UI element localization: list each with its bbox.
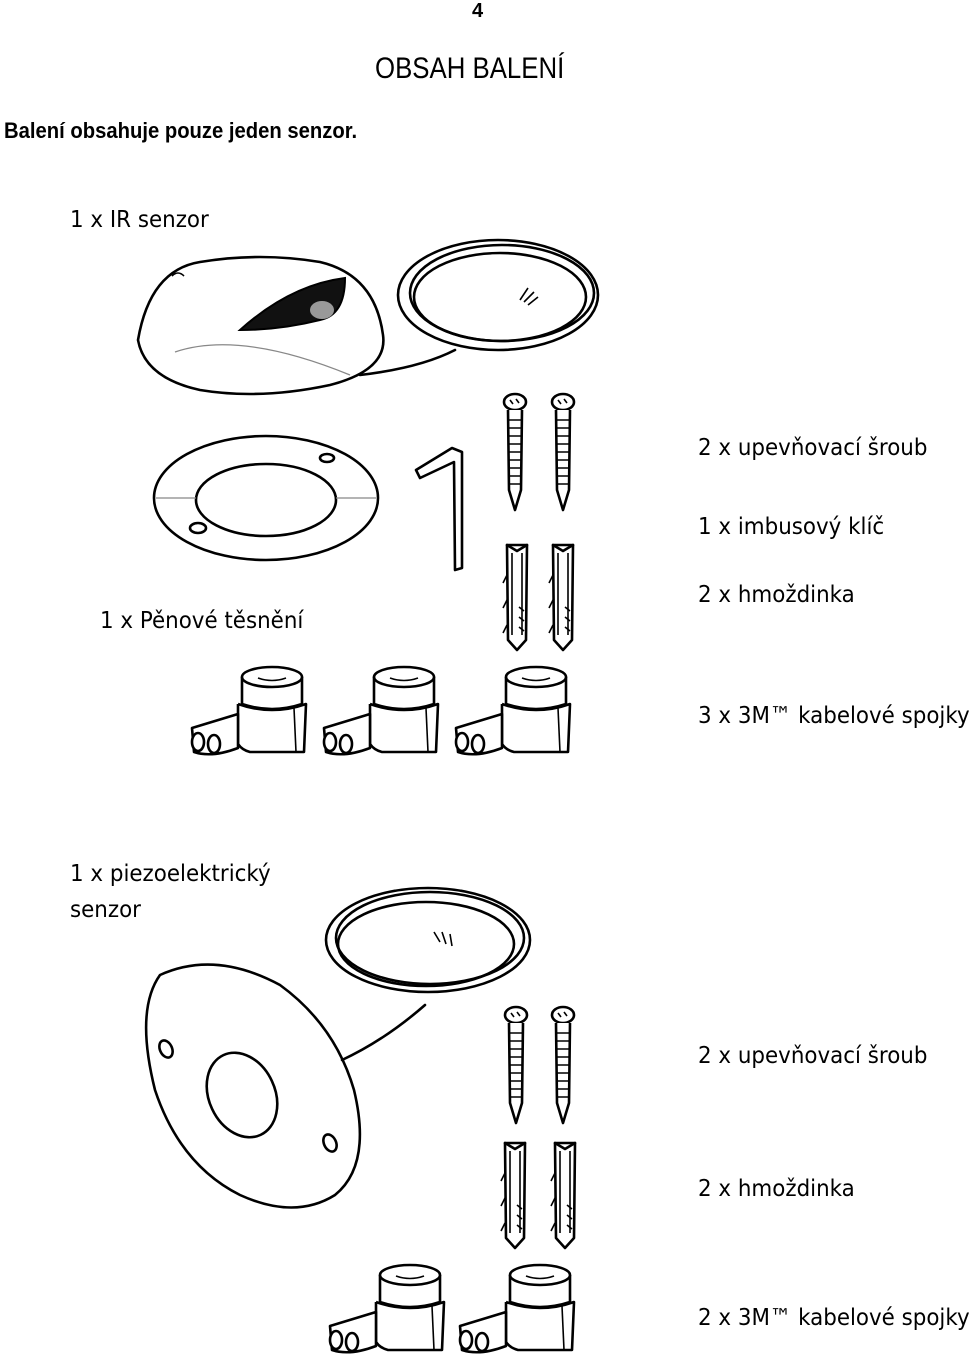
page-number: 4 [472,0,484,22]
ir-connectors-label: 3 x 3M™ kabelové spojky [698,703,970,729]
wall-dowel-icon [501,543,575,652]
cable-connector-icon [328,1263,576,1354]
ir-sensor-icon [136,255,385,396]
piezo-screws-label: 2 x upevňovací šroub [698,1043,928,1069]
cable-connector-icon [190,665,572,756]
foam-gasket-label: 1 x Pěnové těsnění [100,608,304,634]
hex-key-label: 1 x imbusový klíč [698,514,885,540]
screw-icon [502,392,576,512]
piezo-connectors-label: 2 x 3M™ kabelové spojky [698,1305,970,1331]
piezo-sensor-label-line2: senzor [70,897,141,923]
intro-text: Balení obsahuje pouze jeden senzor. [4,118,358,143]
hex-key-icon [414,446,464,572]
piezo-sensor-icon [144,963,427,1209]
screw-icon [503,1005,576,1125]
cable-coil-icon [324,886,532,994]
ir-screws-label: 2 x upevňovací šroub [698,435,928,461]
page-title: OBSAH BALENÍ [375,52,565,85]
ir-sensor-label: 1 x IR senzor [70,207,209,233]
cable-coil-icon [358,238,600,377]
foam-gasket-icon [152,434,380,562]
wall-dowel-icon [499,1141,577,1250]
piezo-sensor-label-line1: 1 x piezoelektrický [70,861,271,887]
piezo-dowels-label: 2 x hmoždinka [698,1176,855,1202]
ir-dowels-label: 2 x hmoždinka [698,582,855,608]
